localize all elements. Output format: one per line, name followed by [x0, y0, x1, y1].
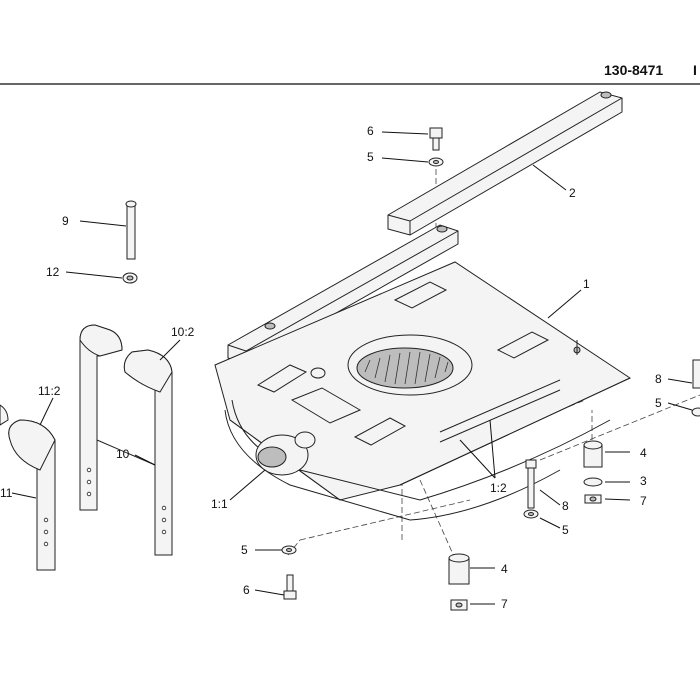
callout-5-right: 5	[655, 396, 662, 410]
callout-11-2: 11:2	[38, 384, 61, 398]
edge-mark: I	[693, 62, 697, 78]
pin-part-9	[122, 200, 138, 284]
callout-2: 2	[569, 186, 576, 200]
callout-6-top: 6	[367, 124, 374, 138]
callout-11: 11	[0, 486, 13, 500]
spacer-stack-right	[583, 440, 603, 504]
callout-4-lower: 4	[501, 562, 508, 576]
bolt-6-top	[428, 127, 444, 167]
callout-7-right: 7	[640, 494, 647, 508]
bolt-6-lower	[281, 545, 297, 600]
leader-lines	[11, 131, 693, 605]
bar-part-2	[387, 91, 623, 236]
callout-3: 3	[640, 474, 647, 488]
bracket-part-10	[79, 324, 173, 556]
bar-lower	[227, 224, 459, 365]
callout-12: 12	[46, 265, 60, 279]
spacer-stack-lower	[448, 553, 470, 611]
callout-8-center: 8	[562, 499, 569, 513]
callout-10-2: 10:2	[171, 325, 195, 339]
callout-10: 10	[116, 447, 130, 461]
bolt-8-right	[691, 359, 700, 417]
part-number: 130-8471	[604, 62, 663, 78]
callout-6-lower: 6	[243, 583, 250, 597]
callout-5-lower: 5	[241, 543, 248, 557]
seat-plate-part-1	[214, 261, 632, 521]
callout-1-1: 1:1	[211, 497, 228, 511]
callouts: 6 5 2 9 12 1 10:2 8 11:2 5 10 4 3 1:2 11…	[0, 124, 662, 611]
callout-5-top: 5	[367, 150, 374, 164]
callout-9: 9	[62, 214, 69, 228]
callout-1-2: 1:2	[490, 481, 507, 495]
bolt-8-center	[523, 459, 539, 519]
knob-part-1-1	[255, 431, 316, 476]
callout-4-right: 4	[640, 446, 647, 460]
callout-1: 1	[583, 277, 590, 291]
callout-7-lower: 7	[501, 597, 508, 611]
callout-5-center: 5	[562, 523, 569, 537]
bracket-part-11	[0, 404, 56, 571]
callout-8-right: 8	[655, 372, 662, 386]
